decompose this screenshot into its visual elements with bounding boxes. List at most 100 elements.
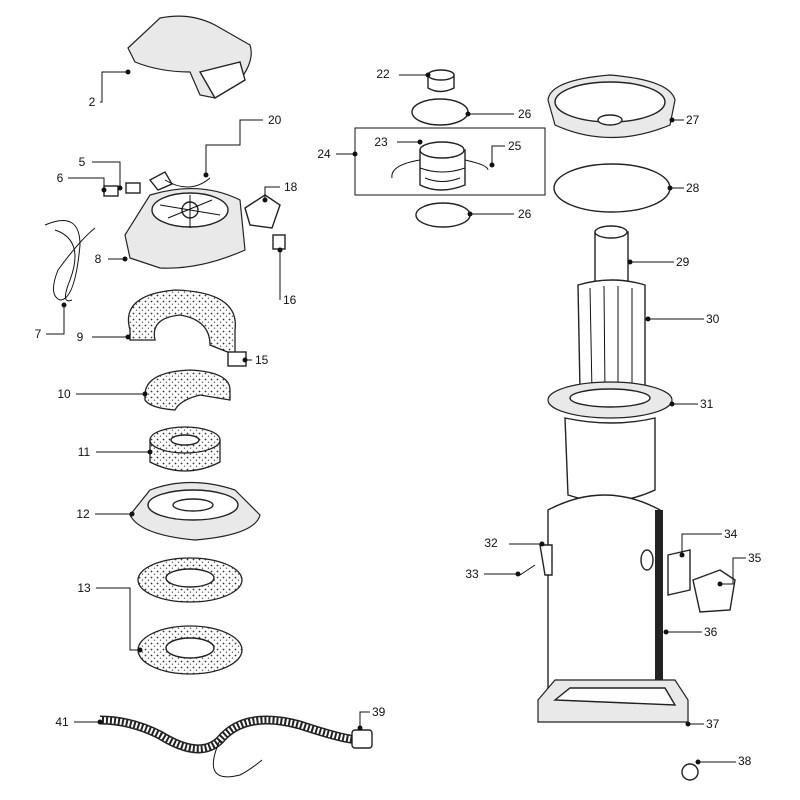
callout-number: 25 bbox=[508, 139, 522, 153]
callout-number: 38 bbox=[738, 754, 752, 768]
leader-dot bbox=[242, 357, 248, 363]
leader-dot bbox=[663, 629, 669, 635]
part-10-foam-disc bbox=[144, 369, 231, 411]
part-9-foam-ring bbox=[127, 289, 236, 356]
leader-dot bbox=[467, 211, 473, 217]
callout-6: 6 bbox=[57, 171, 107, 193]
leader-dot bbox=[352, 151, 358, 157]
callout-number: 29 bbox=[676, 255, 690, 269]
callout-24: 24 bbox=[317, 147, 358, 161]
callout-number: 39 bbox=[372, 705, 386, 719]
leader-dot bbox=[667, 185, 673, 191]
part-12-filter-base bbox=[129, 481, 261, 541]
part-24-motor-assembly-box bbox=[354, 127, 546, 196]
leader-dot bbox=[425, 72, 431, 78]
callout-number: 10 bbox=[57, 387, 71, 401]
leader-line bbox=[100, 71, 128, 103]
part-2-top-cover bbox=[127, 15, 252, 99]
callout-number: 20 bbox=[268, 113, 282, 127]
part-13-foam-rings bbox=[137, 557, 243, 675]
callout-30: 30 bbox=[645, 312, 720, 326]
part-30-filter-cage bbox=[577, 279, 646, 396]
callout-number: 30 bbox=[706, 312, 720, 326]
part-7-power-cord bbox=[44, 220, 96, 302]
callout-7: 7 bbox=[35, 302, 67, 341]
callout-12: 12 bbox=[76, 507, 135, 521]
callout-35: 35 bbox=[717, 551, 762, 587]
callout-number: 18 bbox=[284, 180, 298, 194]
callout-23: 23 bbox=[374, 135, 423, 149]
callout-number: 9 bbox=[77, 330, 84, 344]
callout-27: 27 bbox=[669, 113, 700, 127]
leader-line bbox=[720, 557, 746, 585]
leader-dot bbox=[417, 139, 423, 145]
leader-line bbox=[264, 186, 280, 200]
part-31-ring bbox=[547, 381, 673, 419]
part-32-latch bbox=[539, 544, 553, 576]
leader-line bbox=[68, 177, 105, 190]
leader-line bbox=[205, 119, 263, 175]
leader-dot bbox=[539, 541, 545, 547]
leader-dot bbox=[515, 571, 521, 577]
callout-29: 29 bbox=[627, 255, 690, 269]
callout-26: 26 bbox=[465, 107, 532, 121]
callout-18: 18 bbox=[262, 180, 298, 203]
callout-number: 23 bbox=[374, 135, 388, 149]
leader-line bbox=[681, 533, 722, 555]
leader-line bbox=[491, 145, 505, 165]
part-11-filter bbox=[149, 426, 221, 472]
part-23-motor bbox=[391, 141, 489, 191]
part-38-caster bbox=[681, 763, 699, 781]
callout-8: 8 bbox=[95, 252, 128, 266]
leader-dot bbox=[669, 117, 675, 123]
leader-dot bbox=[61, 302, 67, 308]
callout-number: 35 bbox=[748, 551, 762, 565]
leader-line bbox=[359, 711, 370, 728]
leader-dot bbox=[137, 647, 143, 653]
callout-41: 41 bbox=[55, 715, 103, 729]
part-bag-filter bbox=[564, 417, 656, 503]
callout-number: 41 bbox=[55, 715, 69, 729]
part-8-motor-housing bbox=[124, 188, 246, 269]
leader-line bbox=[92, 161, 121, 188]
callout-38: 38 bbox=[695, 754, 752, 768]
part-18-16-switch-parts bbox=[244, 194, 286, 250]
callout-number: 8 bbox=[95, 252, 102, 266]
callout-number: 16 bbox=[283, 293, 297, 307]
leader-dot bbox=[142, 391, 148, 397]
callout-number: 7 bbox=[35, 327, 42, 341]
part-20-wiring bbox=[148, 171, 211, 191]
leader-dot bbox=[489, 162, 495, 168]
leader-dot bbox=[147, 449, 153, 455]
leader-dot bbox=[101, 187, 107, 193]
callout-number: 13 bbox=[77, 581, 91, 595]
callout-number: 36 bbox=[704, 625, 718, 639]
part-27-lid bbox=[547, 74, 676, 139]
callout-34: 34 bbox=[679, 527, 738, 558]
part-37-base bbox=[537, 679, 689, 723]
callout-number: 28 bbox=[686, 181, 700, 195]
part-26-gasket-bottom bbox=[415, 202, 471, 228]
callout-number: 12 bbox=[76, 507, 90, 521]
callout-number: 27 bbox=[686, 113, 700, 127]
callout-number: 5 bbox=[79, 155, 86, 169]
leader-dot bbox=[679, 552, 685, 558]
part-41-39-hose bbox=[99, 715, 373, 778]
leader-line bbox=[96, 587, 140, 651]
callout-5: 5 bbox=[79, 155, 123, 191]
callout-26: 26 bbox=[467, 207, 532, 221]
part-33-screw bbox=[519, 564, 536, 576]
part-36-tank bbox=[547, 494, 663, 691]
callout-25: 25 bbox=[489, 139, 522, 168]
leader-dot bbox=[262, 197, 268, 203]
callout-13: 13 bbox=[77, 581, 143, 653]
leader-dot bbox=[645, 316, 651, 322]
part-35-valve bbox=[692, 569, 736, 613]
callout-36: 36 bbox=[663, 625, 718, 639]
callout-22: 22 bbox=[376, 67, 431, 81]
callout-15: 15 bbox=[242, 353, 269, 367]
callout-32: 32 bbox=[484, 536, 545, 550]
leader-dot bbox=[357, 725, 363, 731]
